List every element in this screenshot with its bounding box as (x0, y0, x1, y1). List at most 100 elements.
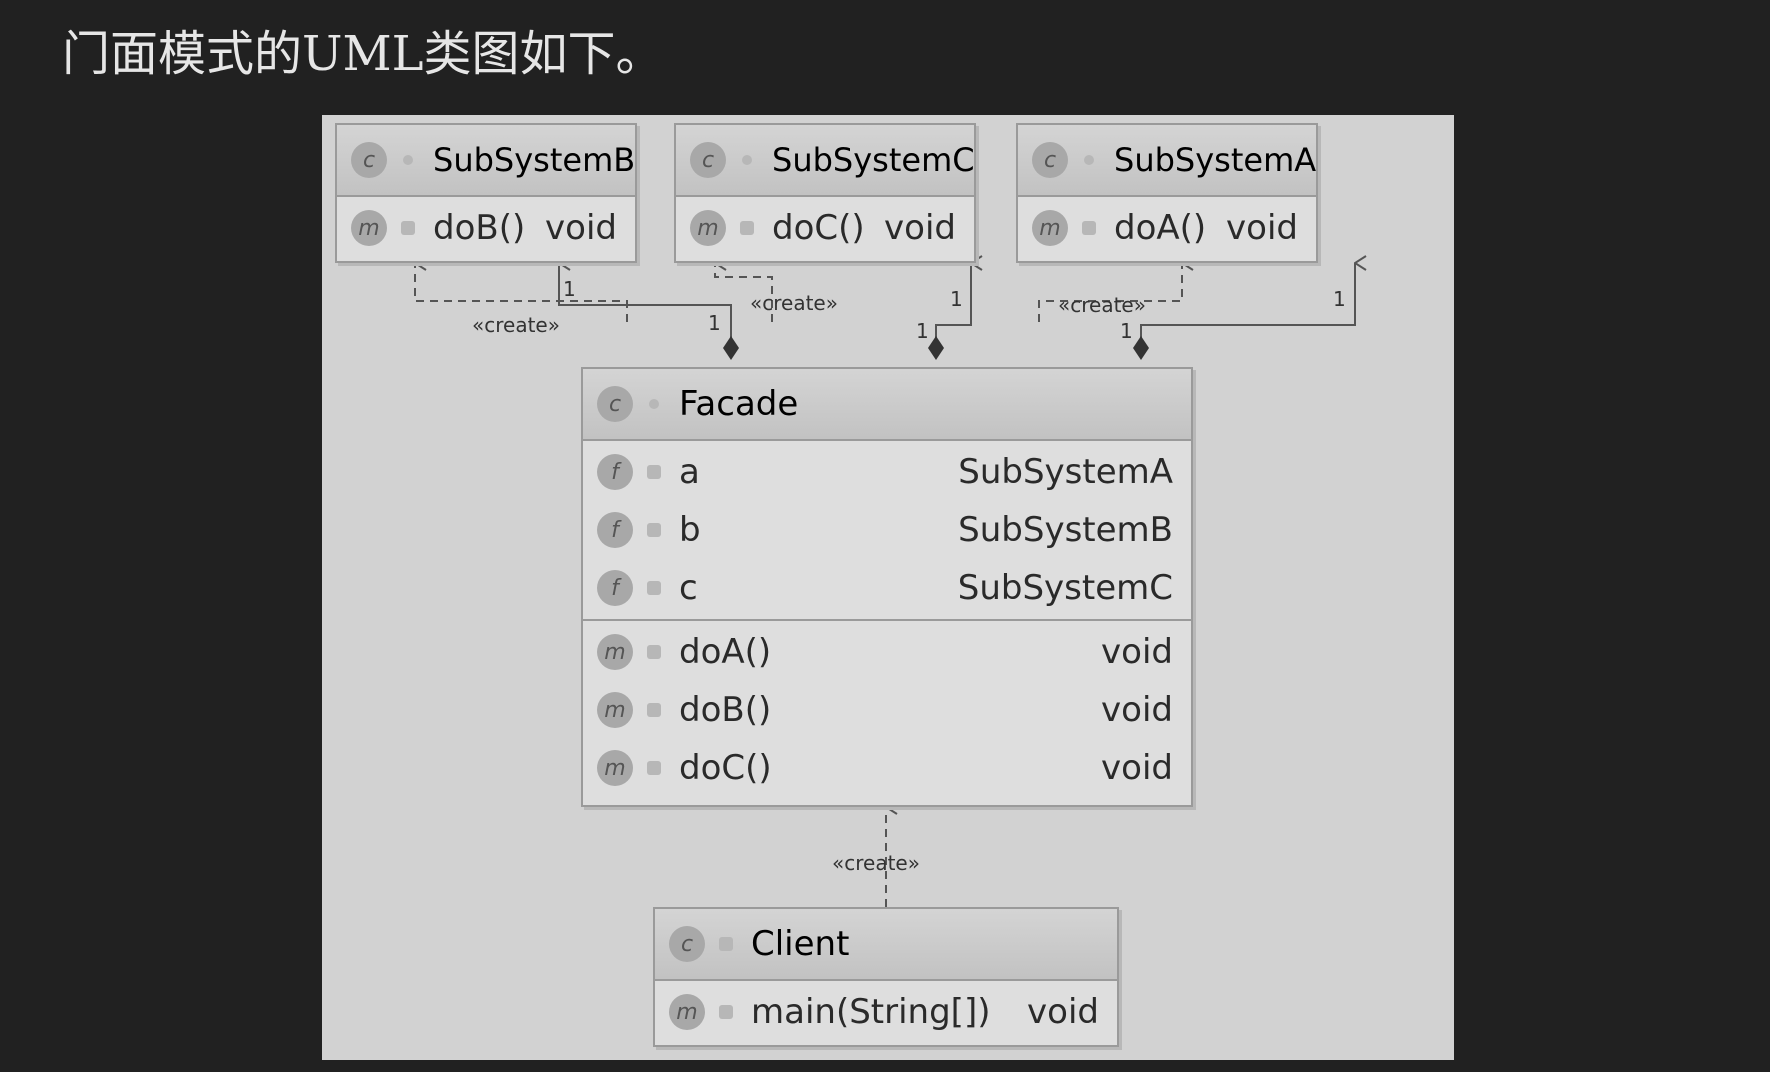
visibility-icon (719, 1005, 733, 1019)
create-dep-subsystem-a (1038, 263, 1182, 322)
method-name: doB() (433, 208, 526, 248)
visibility-icon (719, 937, 733, 951)
lock-icon (647, 465, 661, 479)
create-label-client: «create» (832, 851, 920, 875)
field-icon: f (597, 570, 633, 606)
class-header: c Client (655, 909, 1117, 981)
multiplicity-a-target: 1 (1333, 287, 1346, 311)
class-icon: c (597, 386, 633, 422)
create-label-a: «create» (1058, 293, 1146, 317)
class-subsystem-b[interactable]: c SubSystemB m doB() void (335, 123, 637, 263)
method-name: doB() (679, 690, 772, 730)
method-row[interactable]: m main(String[]) void (655, 983, 1117, 1041)
method-row[interactable]: m doA() void (583, 623, 1191, 681)
visibility-icon (1082, 221, 1096, 235)
class-header: c Facade (583, 369, 1191, 441)
return-type: void (1226, 208, 1298, 248)
method-name: main(String[]) (751, 992, 991, 1032)
return-type: void (1027, 992, 1099, 1032)
create-dep-subsystem-b (414, 263, 628, 322)
visibility-icon (403, 155, 413, 165)
return-type: void (545, 208, 617, 248)
return-type: void (1101, 748, 1173, 788)
class-name: Client (751, 924, 850, 964)
method-icon: m (351, 210, 387, 246)
visibility-icon (649, 399, 659, 409)
field-name: c (679, 568, 698, 608)
composition-diamond-a (1133, 336, 1149, 360)
visibility-icon (647, 761, 661, 775)
methods-section: m doA() void m doB() void m doC() void (583, 621, 1191, 799)
method-icon: m (669, 994, 705, 1030)
method-name: doA() (679, 632, 772, 672)
multiplicity-b-source: 1 (708, 311, 721, 335)
composition-diamond-b (723, 336, 739, 360)
field-type: SubSystemA (958, 452, 1173, 492)
create-label-c: «create» (750, 291, 838, 315)
class-header: c SubSystemC (676, 125, 975, 197)
return-type: void (1101, 690, 1173, 730)
method-icon: m (597, 692, 633, 728)
field-name: b (679, 510, 701, 550)
lock-icon (647, 581, 661, 595)
class-name: SubSystemA (1114, 141, 1317, 179)
field-type: SubSystemB (958, 510, 1173, 550)
class-icon: c (1032, 142, 1068, 178)
method-icon: m (597, 750, 633, 786)
method-name: doA() (1114, 208, 1207, 248)
class-facade[interactable]: c Facade f a SubSystemA f b SubSystemB f… (581, 367, 1193, 807)
class-name: SubSystemC (772, 141, 975, 179)
multiplicity-a-source: 1 (1120, 319, 1133, 343)
composition-subsystem-b (558, 263, 732, 348)
field-icon: f (597, 454, 633, 490)
field-row[interactable]: f b SubSystemB (583, 501, 1191, 559)
fields-section: f a SubSystemA f b SubSystemB f c SubSys… (583, 441, 1191, 621)
visibility-icon (1084, 155, 1094, 165)
multiplicity-c-source: 1 (916, 319, 929, 343)
class-icon: c (669, 926, 705, 962)
class-name: SubSystemB (433, 141, 636, 179)
method-row[interactable]: m doB() void (337, 199, 635, 257)
return-type: void (1101, 632, 1173, 672)
class-subsystem-c[interactable]: c SubSystemC m doC() void (674, 123, 976, 263)
class-header: c SubSystemB (337, 125, 635, 197)
multiplicity-b-target: 1 (563, 277, 576, 301)
create-dep-subsystem-c (714, 263, 773, 322)
visibility-icon (647, 703, 661, 717)
multiplicity-c-target: 1 (950, 287, 963, 311)
field-row[interactable]: f c SubSystemC (583, 559, 1191, 617)
class-name: Facade (679, 384, 799, 424)
method-row[interactable]: m doA() void (1018, 199, 1316, 257)
field-row[interactable]: f a SubSystemA (583, 443, 1191, 501)
field-icon: f (597, 512, 633, 548)
class-icon: c (351, 142, 387, 178)
composition-diamond-c (928, 336, 944, 360)
class-client[interactable]: c Client m main(String[]) void (653, 907, 1119, 1047)
method-icon: m (1032, 210, 1068, 246)
methods-section: m doC() void (676, 197, 974, 259)
relationship-lines (414, 115, 1454, 907)
field-name: a (679, 452, 700, 492)
composition-subsystem-a (1140, 263, 1355, 348)
method-icon: m (690, 210, 726, 246)
visibility-icon (401, 221, 415, 235)
class-icon: c (690, 142, 726, 178)
class-subsystem-a[interactable]: c SubSystemA m doA() void (1016, 123, 1318, 263)
field-type: SubSystemC (957, 568, 1173, 608)
methods-section: m doA() void (1018, 197, 1316, 259)
class-header: c SubSystemA (1018, 125, 1316, 197)
methods-section: m doB() void (337, 197, 635, 259)
method-row[interactable]: m doC() void (676, 199, 974, 257)
lock-icon (647, 523, 661, 537)
return-type: void (884, 208, 956, 248)
method-icon: m (597, 634, 633, 670)
page-caption: 门面模式的UML类图如下。 (62, 26, 664, 82)
method-name: doC() (772, 208, 865, 248)
uml-class-diagram: c SubSystemB m doB() void c SubSystemC m… (322, 115, 1454, 1060)
method-row[interactable]: m doB() void (583, 681, 1191, 739)
method-row[interactable]: m doC() void (583, 739, 1191, 797)
visibility-icon (740, 221, 754, 235)
create-label-b: «create» (472, 313, 560, 337)
visibility-icon (742, 155, 752, 165)
methods-section: m main(String[]) void (655, 981, 1117, 1043)
